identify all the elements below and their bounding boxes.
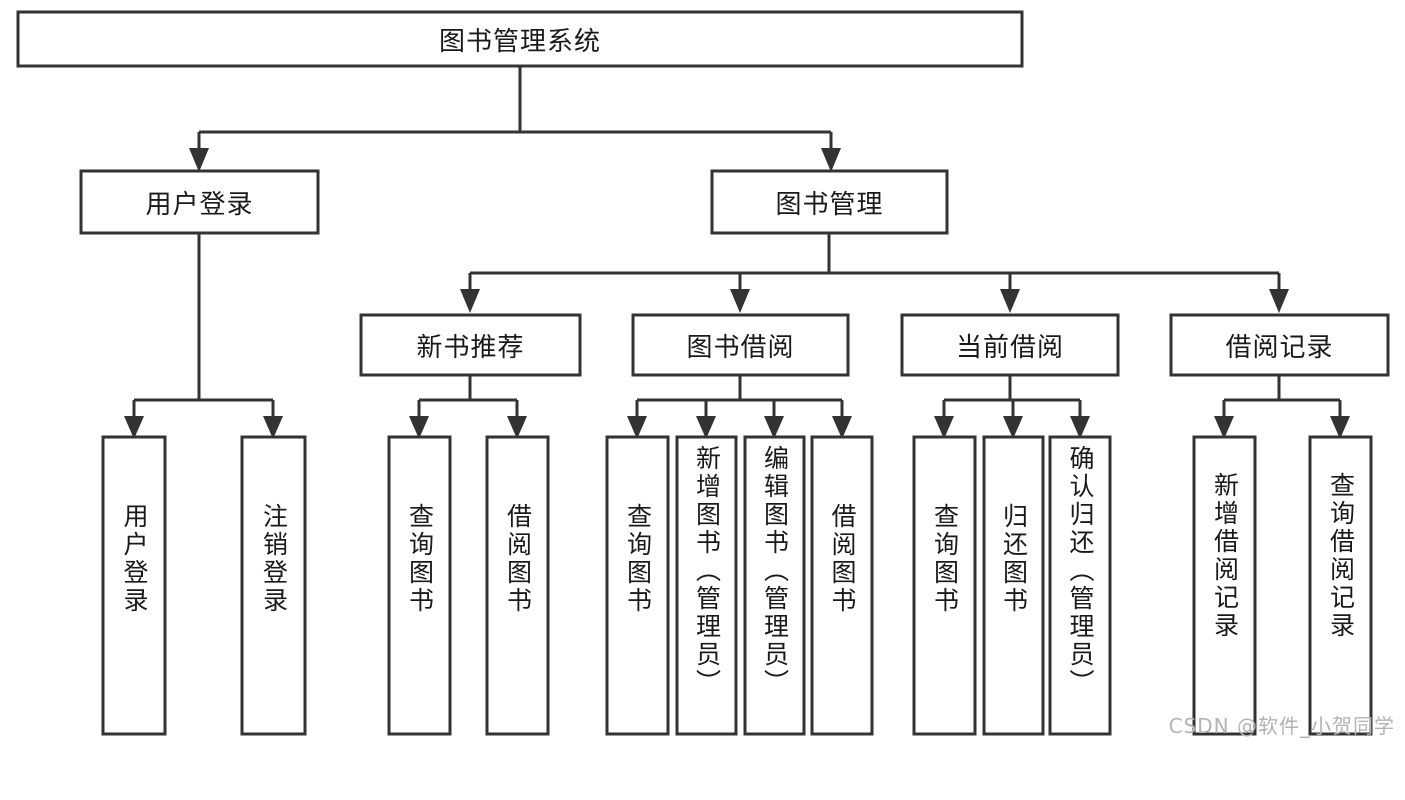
node-box-leaf-logout-login[interactable] <box>240 435 307 736</box>
arrow-to-leaf-borrow-book-1 <box>507 416 527 439</box>
node-box-borrow-record[interactable] <box>1169 313 1390 377</box>
arrow-to-leaf-logout-login <box>263 416 283 439</box>
node-box-leaf-query-book-3[interactable] <box>912 435 977 736</box>
arrow-to-borrow-record <box>1269 289 1289 313</box>
arrowheads-layer <box>124 148 1350 439</box>
arrow-to-leaf-query-record <box>1330 416 1350 439</box>
node-box-root[interactable] <box>16 10 1024 68</box>
node-box-leaf-user-login[interactable] <box>101 435 167 736</box>
node-box-new-book-recommend[interactable] <box>359 313 582 377</box>
node-box-book-management[interactable] <box>710 169 949 235</box>
node-box-current-borrow[interactable] <box>900 313 1120 377</box>
connector-borrowrecord-to-leaves <box>1222 375 1342 418</box>
node-box-leaf-query-book-1[interactable] <box>387 435 452 736</box>
connector-userlogin-to-leaves <box>132 233 275 418</box>
node-box-leaf-confirm-return[interactable] <box>1048 435 1112 736</box>
arrow-to-leaf-user-login <box>124 416 144 439</box>
arrow-to-leaf-query-book-1 <box>409 416 429 439</box>
node-box-leaf-return-book[interactable] <box>982 435 1045 736</box>
connector-newbook-to-leaves <box>417 375 519 418</box>
connector-currentborrow-to-leaves <box>942 375 1082 418</box>
node-box-book-borrow[interactable] <box>631 313 850 377</box>
diagram-canvas <box>16 10 1390 736</box>
arrow-to-leaf-return-book <box>1003 416 1023 439</box>
node-box-leaf-add-book[interactable] <box>675 435 738 736</box>
node-box-leaf-borrow-book-2[interactable] <box>810 435 874 736</box>
arrow-to-leaf-add-book <box>696 416 716 439</box>
arrow-to-leaf-add-record <box>1214 416 1234 439</box>
nodes-layer <box>16 10 1390 736</box>
node-box-leaf-query-book-2[interactable] <box>605 435 670 736</box>
connector-root-to-level2 <box>197 66 833 150</box>
arrow-to-leaf-confirm-return <box>1070 416 1090 439</box>
arrow-to-leaf-query-book-2 <box>627 416 647 439</box>
arrow-to-book-borrow <box>730 289 750 313</box>
diagram-root: 图书管理系统 用户登录 图书管理 新书推荐 图书借阅 当前借阅 借阅记录 用户登… <box>16 10 1395 738</box>
arrow-to-book-management <box>821 148 841 172</box>
node-box-leaf-query-record[interactable] <box>1308 435 1373 736</box>
node-box-user-login[interactable] <box>79 169 320 235</box>
node-box-leaf-add-record[interactable] <box>1192 435 1257 736</box>
connector-bookborrow-to-leaves <box>635 375 844 418</box>
arrow-to-current-borrow <box>1000 289 1020 313</box>
arrow-to-user-login <box>189 148 209 172</box>
node-box-leaf-edit-book[interactable] <box>743 435 806 736</box>
arrow-to-leaf-query-book-3 <box>934 416 954 439</box>
connectors-layer <box>132 66 1342 418</box>
arrow-to-leaf-edit-book <box>764 416 784 439</box>
csdn-watermark: CSDN @软件_小贺同学 <box>1168 714 1395 738</box>
arrow-to-leaf-borrow-book-2 <box>832 416 852 439</box>
arrow-to-new-book-recommend <box>460 289 480 313</box>
node-box-leaf-borrow-book-1[interactable] <box>485 435 550 736</box>
connector-bookmgmt-to-level3 <box>468 233 1281 291</box>
